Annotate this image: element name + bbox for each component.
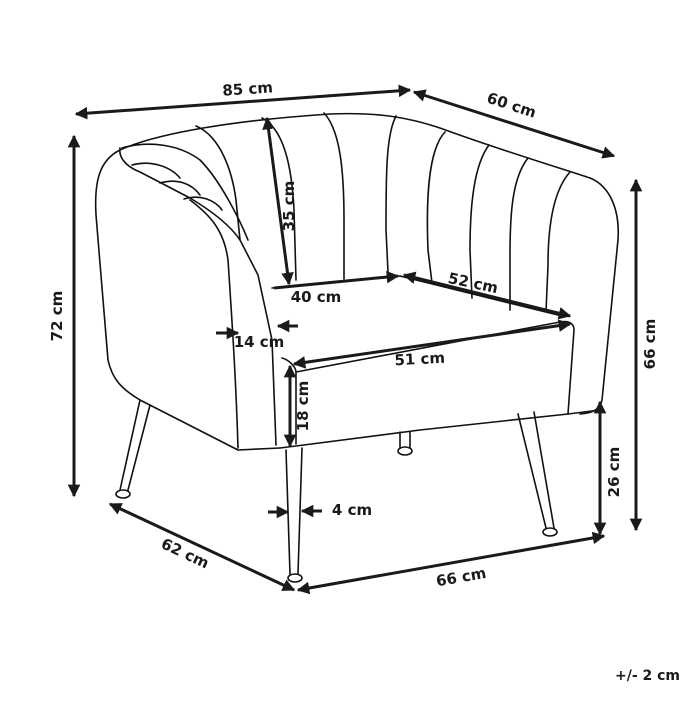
depth-60-line: [412, 89, 616, 159]
dimension-labels: 85 cm 60 cm 72 cm 66 cm 35 cm 40 cm 52 c…: [48, 78, 659, 590]
label-seat-51: 51 cm: [394, 349, 445, 370]
dimension-lines: [67, 84, 643, 595]
seat-40-line: [273, 270, 400, 290]
label-height-66: 66 cm: [641, 319, 659, 370]
label-arm-14: 14 cm: [234, 333, 285, 351]
width-85-line: [74, 84, 412, 120]
label-seat-18: 18 cm: [294, 381, 312, 432]
label-leg-4: 4 cm: [332, 501, 372, 519]
backrest-35-line: [262, 116, 294, 286]
label-width-85: 85 cm: [222, 78, 274, 99]
seat-52-line: [402, 271, 572, 320]
label-base-66: 66 cm: [435, 564, 488, 591]
base-66-line: [296, 531, 606, 595]
label-seat-40: 40 cm: [291, 288, 342, 306]
label-backrest-35: 35 cm: [280, 181, 298, 232]
label-height-72: 72 cm: [48, 291, 66, 342]
tolerance-note: +/- 2 cm: [614, 668, 680, 684]
base-62-line: [108, 502, 296, 592]
label-leg-26: 26 cm: [605, 447, 623, 498]
seat-51-line: [292, 319, 572, 369]
